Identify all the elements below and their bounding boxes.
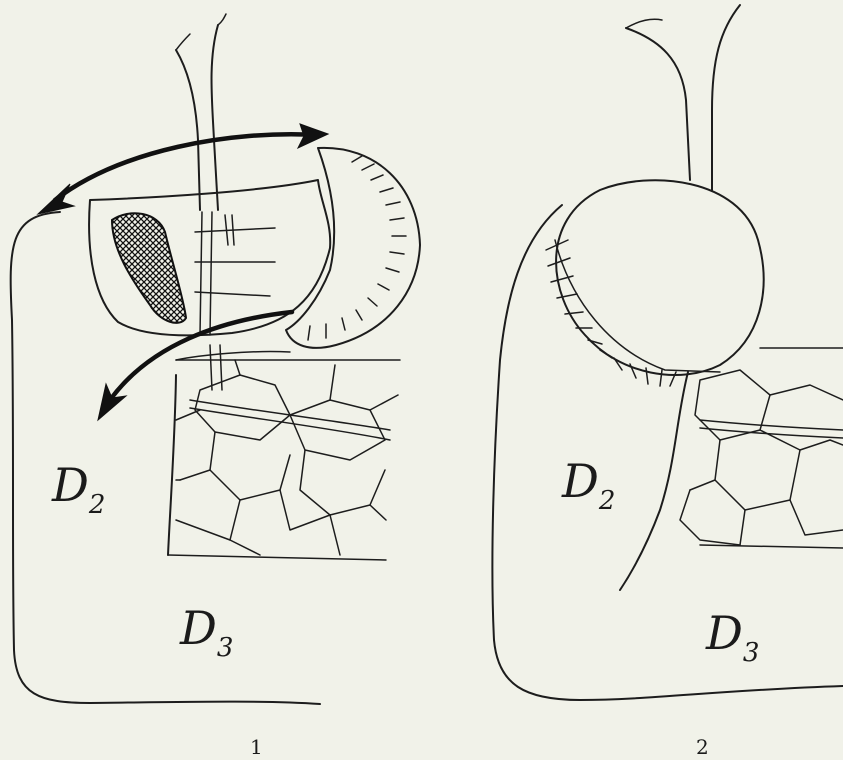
fig1-label-d3: D3	[180, 605, 233, 661]
fig1-lesion	[112, 213, 186, 323]
fig1-arrow-upper	[55, 134, 318, 200]
fig1-everted-wall	[286, 148, 420, 348]
fig2-mesh	[680, 348, 843, 548]
fig1-mesh	[168, 352, 400, 560]
fig2-duodenum-outline	[492, 205, 843, 700]
fig2-suture-line	[546, 240, 720, 386]
fig2-anastomosis	[556, 180, 764, 375]
fig2-duodenum-inner	[620, 372, 688, 590]
fig2-number: 2	[696, 737, 709, 757]
fig1-duodenum-inner	[168, 375, 176, 555]
fig2-label-d2: D2	[562, 458, 615, 514]
fig2-bile-duct-right	[712, 5, 740, 190]
fig1-label-d2: D2	[52, 462, 105, 518]
fig1-bile-duct-right	[212, 25, 219, 210]
fig1-sutures	[195, 212, 275, 390]
fig1-bile-duct-left	[176, 50, 200, 210]
fig2-bile-duct-left	[626, 28, 690, 180]
fig1-number: 1	[250, 737, 263, 757]
fig2-label-d3: D3	[706, 610, 759, 666]
figure-2-drawing	[492, 5, 843, 700]
